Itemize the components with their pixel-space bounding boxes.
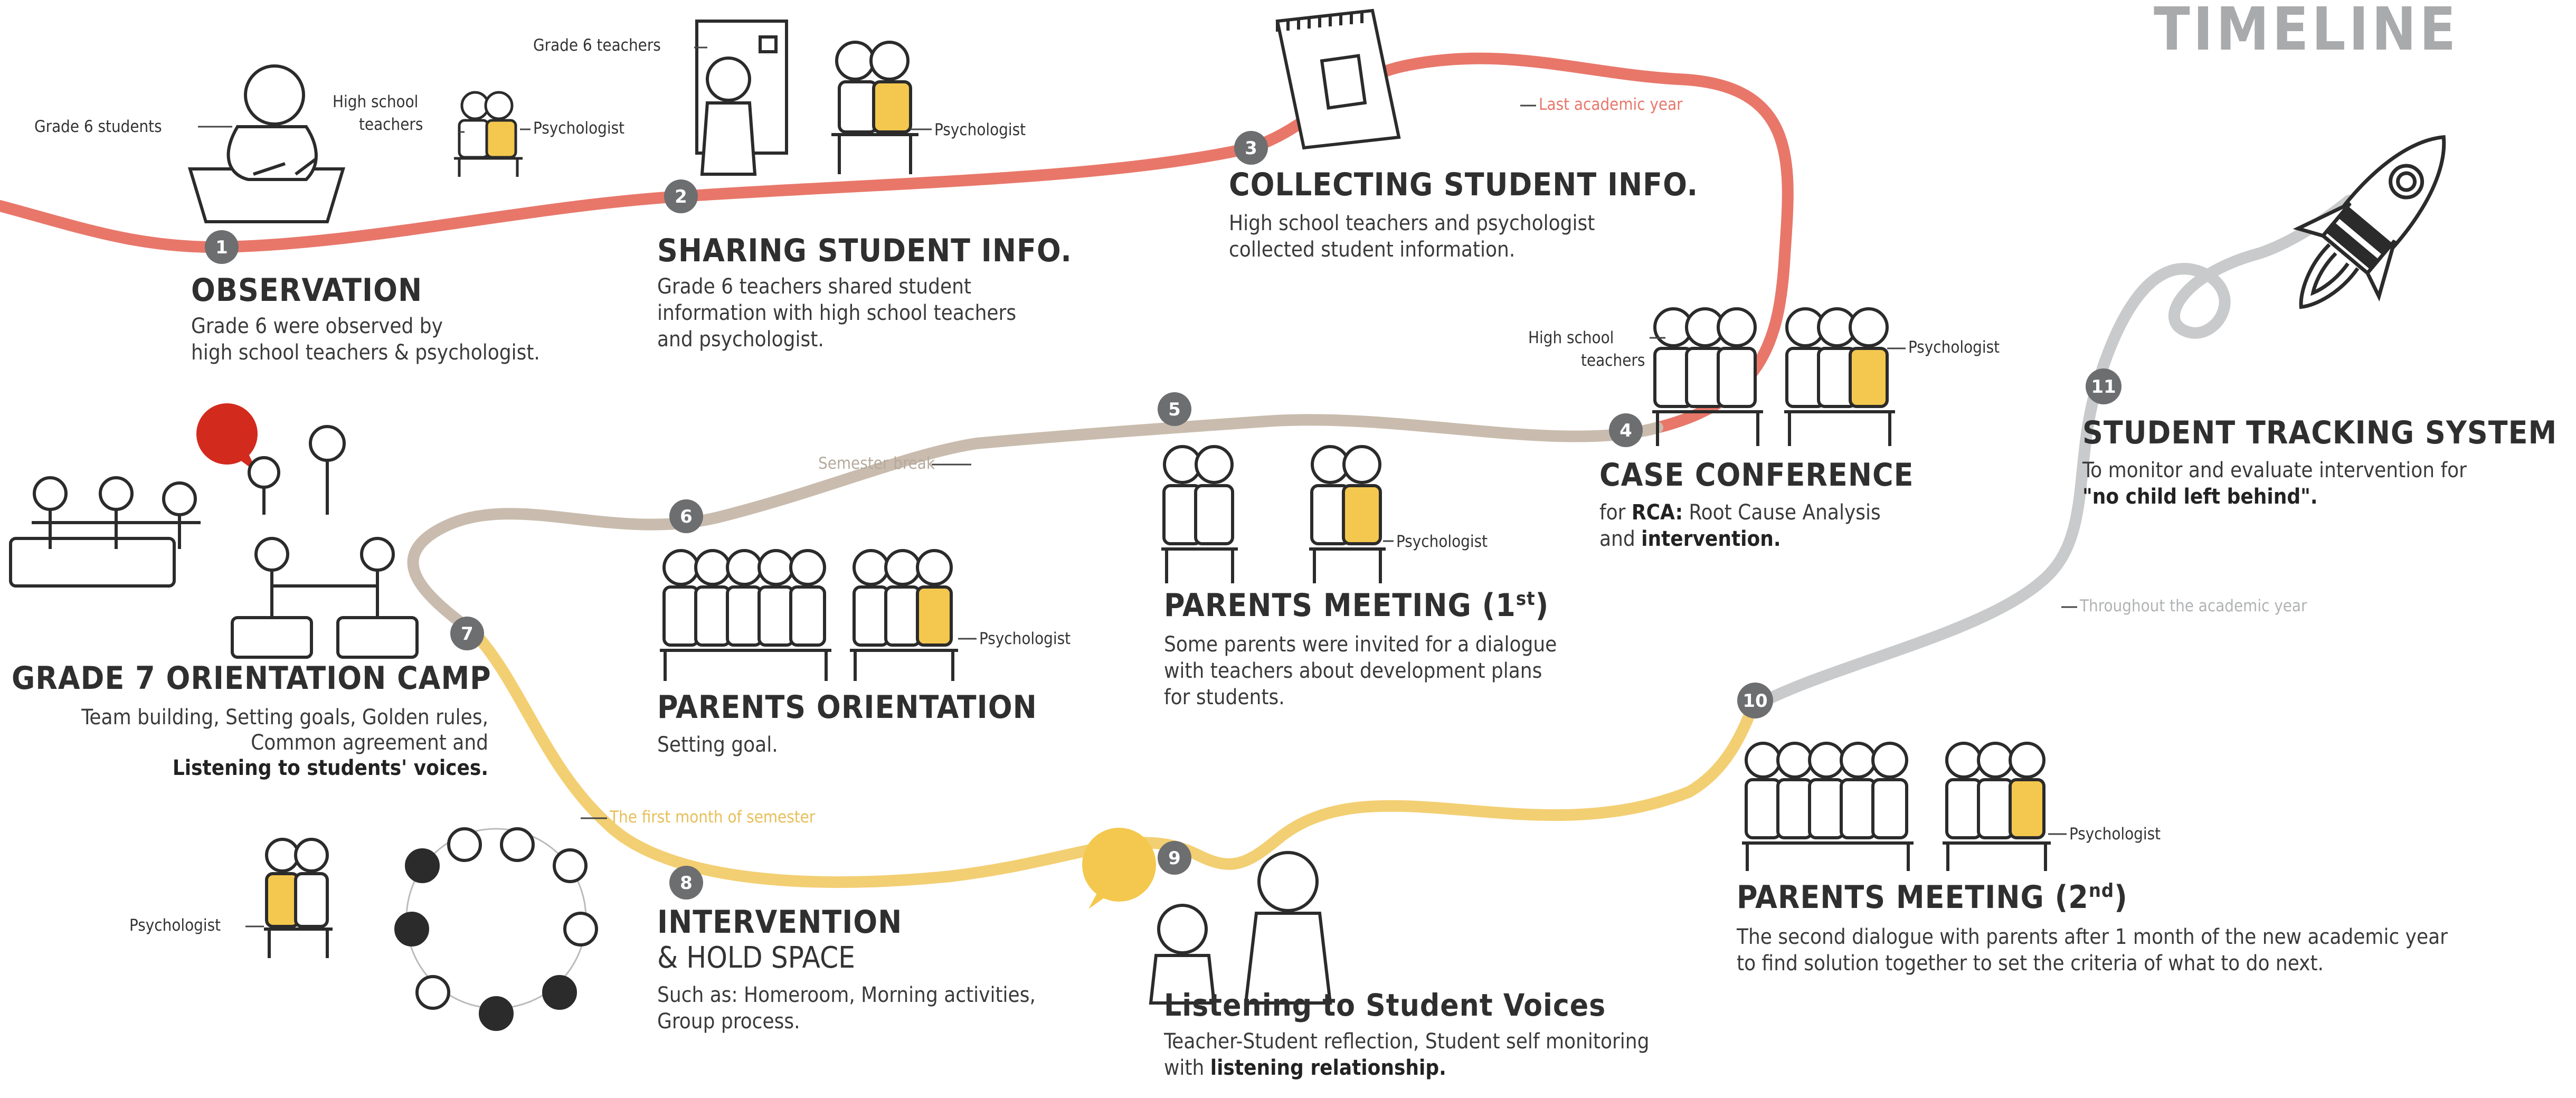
step-7-desc: Team building, Setting goals, Golden rul… xyxy=(81,705,488,781)
path-segment-semester-break xyxy=(407,414,1663,639)
svg-text:1: 1 xyxy=(215,237,228,258)
step-8-title: INTERVENTION xyxy=(657,904,903,941)
step-4-title: CASE CONFERENCE xyxy=(1599,457,1914,494)
step-8-desc-2: Group process. xyxy=(657,1009,800,1034)
svg-text:11: 11 xyxy=(2091,376,2116,397)
page-title: TIMELINE xyxy=(2154,0,2459,64)
label-psychologist-1: Psychologist xyxy=(533,119,625,138)
step-1-title: OBSERVATION xyxy=(191,272,423,309)
step-7-title: GRADE 7 ORIENTATION CAMP xyxy=(12,660,491,697)
label-grade6-students: Grade 6 students xyxy=(34,117,162,136)
psychologist-pair-illustration-2 xyxy=(831,41,918,174)
phase-label-last-year: Last academic year xyxy=(1539,95,1683,114)
step-9-title: Listening to Student Voices xyxy=(1164,987,1606,1023)
svg-text:6: 6 xyxy=(680,506,693,527)
svg-text:9: 9 xyxy=(1168,848,1181,869)
grade6-teacher-illustration xyxy=(695,20,788,176)
step-marker-6: 6 xyxy=(669,499,703,533)
step-10-desc-1: The second dialogue with parents after 1… xyxy=(1737,925,2448,949)
step-marker-5: 5 xyxy=(1158,392,1191,426)
path-segment-first-month xyxy=(469,628,1758,888)
step-2-desc-3: and psychologist. xyxy=(657,327,824,352)
step-marker-2: 2 xyxy=(664,179,698,213)
svg-text:3: 3 xyxy=(1245,138,1257,159)
step-8-title-2: & HOLD SPACE xyxy=(657,941,855,975)
svg-text:7: 7 xyxy=(461,623,473,645)
phase-label-first-month: The first month of semester xyxy=(610,808,816,827)
label-hs-teachers-4a: High school xyxy=(1528,328,1614,347)
phase-label-semester-break: Semester break xyxy=(818,454,935,473)
svg-text:4: 4 xyxy=(1620,420,1632,441)
label-hs-teachers-1a: High school xyxy=(333,92,419,111)
teacher-student-illustration xyxy=(1149,851,1332,1005)
step-5-desc-1: Some parents were invited for a dialogue xyxy=(1164,632,1557,657)
step-1-desc-1: Grade 6 were observed by xyxy=(191,314,443,338)
label-hs-teachers-4b: teachers xyxy=(1581,351,1645,370)
svg-text:5: 5 xyxy=(1168,399,1181,420)
path-segment-throughout xyxy=(1747,195,2355,713)
red-speech-bubble-icon xyxy=(196,403,258,473)
step-6-title: PARENTS ORIENTATION xyxy=(657,689,1037,726)
label-psychologist-6: Psychologist xyxy=(979,629,1071,648)
step-5-desc-3: for students. xyxy=(1164,685,1285,709)
rocket-icon xyxy=(2293,135,2446,309)
step-7-desc-3: Listening to students' voices. xyxy=(172,756,488,780)
yellow-speech-bubble-icon xyxy=(1082,828,1156,909)
parents-meeting-2-illustration xyxy=(1742,742,2051,871)
step-3-title: COLLECTING STUDENT INFO. xyxy=(1229,166,1699,203)
step-3-desc-1: High school teachers and psychologist xyxy=(1229,211,1595,235)
path-segment-last-year xyxy=(0,52,1794,433)
step-9-desc-1: Teacher-Student reflection, Student self… xyxy=(1164,1029,1650,1054)
label-grade6-teachers: Grade 6 teachers xyxy=(533,36,661,55)
step-8-desc-1: Such as: Homeroom, Morning activities, xyxy=(657,983,1036,1007)
svg-text:10: 10 xyxy=(1742,690,1767,712)
step-6-desc-1: Setting goal. xyxy=(657,733,778,757)
step-7-desc-2: Common agreement and xyxy=(251,731,488,755)
label-hs-teachers-1b: teachers xyxy=(359,115,423,134)
step-3-desc-2: collected student information. xyxy=(1229,238,1516,262)
parents-meeting-1-illustration xyxy=(1161,445,1386,583)
step-marker-7: 7 xyxy=(450,617,484,650)
step-9-desc-2: with listening relationship. xyxy=(1164,1056,1446,1080)
student-file-notebook-illustration xyxy=(1275,8,1401,150)
label-psychologist-5: Psychologist xyxy=(1396,532,1488,551)
label-leader-lines xyxy=(198,46,2077,927)
orientation-camp-kids-illustration xyxy=(9,425,419,659)
step-4-desc-2: and intervention. xyxy=(1599,527,1781,551)
step-marker-10: 10 xyxy=(1737,683,1773,718)
step-4-desc-1: for RCA: Root Cause Analysis xyxy=(1599,500,1881,525)
step-2-desc-2: information with high school teachers xyxy=(657,301,1017,325)
label-psychologist-2: Psychologist xyxy=(934,120,1026,139)
label-psychologist-4: Psychologist xyxy=(1908,338,2000,357)
grade6-student-illustration xyxy=(187,64,346,223)
step-11-desc-1: To monitor and evaluate intervention for xyxy=(2082,458,2467,482)
step-marker-9: 9 xyxy=(1158,841,1191,875)
intervention-illustration xyxy=(264,827,598,1031)
step-5-desc-2: with teachers about development plans xyxy=(1164,659,1542,683)
svg-text:2: 2 xyxy=(675,186,687,207)
phase-label-throughout: Throughout the academic year xyxy=(2080,597,2307,616)
label-psychologist-10: Psychologist xyxy=(2069,825,2161,844)
parents-orientation-illustration xyxy=(660,549,958,681)
label-psychologist-8: Psychologist xyxy=(129,916,221,935)
hs-teacher-psychologist-illustration-1 xyxy=(454,91,523,177)
step-marker-8: 8 xyxy=(669,866,703,900)
step-1-desc-2: high school teachers & psychologist. xyxy=(191,340,540,365)
step-10-title: PARENTS MEETING (2nd) xyxy=(1737,879,2128,916)
step-7-desc-1: Team building, Setting goals, Golden rul… xyxy=(81,705,488,730)
step-marker-4: 4 xyxy=(1609,413,1643,447)
step-2-desc-1: Grade 6 teachers shared student xyxy=(657,274,971,299)
step-11-desc-2: "no child left behind". xyxy=(2082,485,2318,509)
step-11-title: STUDENT TRACKING SYSTEM xyxy=(2082,414,2558,451)
step-marker-11: 11 xyxy=(2086,368,2122,404)
step-marker-3: 3 xyxy=(1234,131,1268,165)
step-10-desc-2: to find solution together to set the cri… xyxy=(1737,951,2324,976)
step-5-title: PARENTS MEETING (1st) xyxy=(1164,587,1549,624)
svg-text:8: 8 xyxy=(680,873,693,894)
step-marker-1: 1 xyxy=(205,230,239,264)
step-2-title: SHARING STUDENT INFO. xyxy=(657,232,1072,269)
case-conference-group-illustration xyxy=(1652,307,1895,446)
